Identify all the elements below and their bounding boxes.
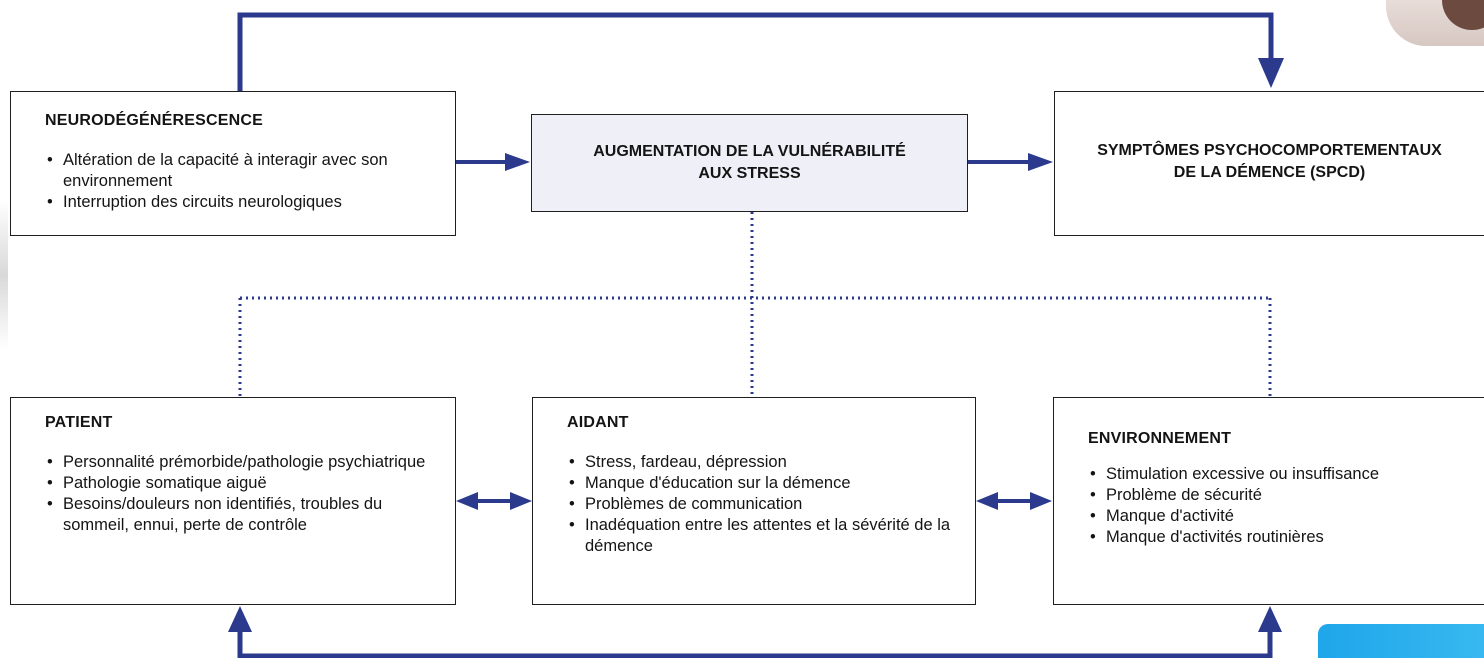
arrow-neuro-to-spcd (237, 12, 1274, 92)
neuro-title: NEURODÉGÉNÉRESCENCE (45, 112, 264, 129)
box-spcd: SYMPTÔMES PSYCHOCOMPORTEMENTAUX DE LA DÉ… (1054, 91, 1484, 236)
environnement-title: ENVIRONNEMENT (1088, 430, 1232, 447)
list-item: Pathologie somatique aiguë (45, 473, 445, 494)
decorative-photo-fragment (1386, 0, 1484, 46)
list-item: Besoins/douleurs non identifiés, trouble… (45, 494, 445, 536)
list-item: Inadéquation entre les attentes et la sé… (567, 515, 967, 557)
vulnerability-title-line1: AUGMENTATION DE LA VULNÉRABILITÉ (593, 143, 906, 160)
aidant-title: AIDANT (567, 414, 629, 431)
list-item: Problèmes de communication (567, 494, 967, 515)
arrowhead-spcd-left (1028, 153, 1053, 171)
arrowhead-spcd-top (1258, 58, 1284, 88)
list-item: Interruption des circuits neurologiques (45, 192, 445, 213)
spcd-title-line2: DE LA DÉMENCE (SPCD) (1173, 164, 1366, 181)
spcd-title: SYMPTÔMES PSYCHOCOMPORTEMENTAUX DE LA DÉ… (1055, 140, 1484, 184)
arrowhead-patient-bottom (228, 606, 252, 632)
arrowhead-environnement-bottom (1258, 606, 1282, 632)
list-item: Problème de sécurité (1088, 485, 1478, 506)
list-item: Stress, fardeau, dépression (567, 452, 967, 473)
list-item: Stimulation excessive ou insuffisance (1088, 464, 1478, 485)
list-item: Altération de la capacité à interagir av… (45, 150, 445, 192)
list-item: Manque d'activités routinières (1088, 527, 1478, 548)
neuro-list: Altération de la capacité à interagir av… (45, 150, 445, 213)
box-aidant: AIDANT Stress, fardeau, dépression Manqu… (532, 397, 976, 605)
arrowhead-vulnerability (505, 153, 530, 171)
box-environnement: ENVIRONNEMENT Stimulation excessive ou i… (1053, 397, 1484, 605)
arrow-bottom-loop (237, 630, 1273, 658)
dotted-connector-tree (238, 212, 1272, 396)
box-vulnerability: AUGMENTATION DE LA VULNÉRABILITÉ AUX STR… (531, 114, 968, 212)
vulnerability-title: AUGMENTATION DE LA VULNÉRABILITÉ AUX STR… (532, 141, 967, 185)
decorative-blue-panel (1318, 624, 1484, 658)
box-patient: PATIENT Personnalité prémorbide/patholog… (10, 397, 456, 605)
list-item: Manque d'activité (1088, 506, 1478, 527)
vulnerability-title-line2: AUX STRESS (698, 165, 801, 182)
list-item: Manque d'éducation sur la démence (567, 473, 967, 494)
aidant-list: Stress, fardeau, dépression Manque d'édu… (567, 452, 967, 557)
environnement-list: Stimulation excessive ou insuffisance Pr… (1088, 464, 1478, 548)
patient-list: Personnalité prémorbide/pathologie psych… (45, 452, 445, 536)
decorative-edge-shadow (0, 200, 8, 350)
list-item: Personnalité prémorbide/pathologie psych… (45, 452, 445, 473)
spcd-title-line1: SYMPTÔMES PSYCHOCOMPORTEMENTAUX (1097, 142, 1442, 159)
box-neurodegenerescence: NEURODÉGÉNÉRESCENCE Altération de la cap… (10, 91, 456, 236)
patient-title: PATIENT (45, 414, 113, 431)
